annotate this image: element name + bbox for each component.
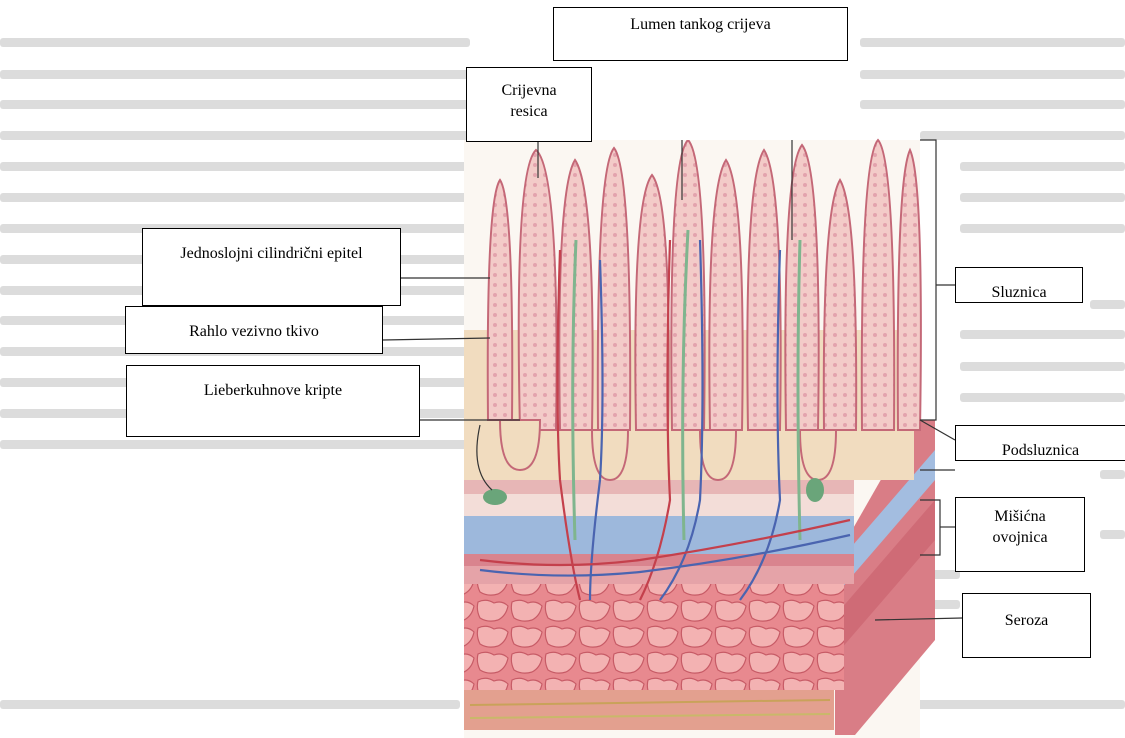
lymph-node [483, 489, 507, 505]
label-seroza: Seroza [962, 593, 1091, 658]
label-kripte: Lieberkuhnove kripte [126, 365, 420, 437]
muscularis-mucosae [464, 480, 854, 494]
label-sluznica: Sluznica [955, 267, 1083, 303]
mesentery-layer [464, 690, 834, 730]
label-vezivno: Rahlo vezivno tkivo [125, 306, 383, 354]
label-podsluznica: Podsluznica [955, 425, 1125, 461]
submucosa-band [464, 494, 854, 516]
label-resica: Crijevna resica [466, 67, 592, 142]
mask-top [590, 68, 850, 140]
label-misicna: Mišićna ovojnica [955, 497, 1085, 572]
lymph-nodule [806, 478, 824, 502]
label-lumen: Lumen tankog crijeva [553, 7, 848, 61]
label-epitel: Jednoslojni cilindrični epitel [142, 228, 401, 306]
serosa-tissue [464, 584, 844, 690]
mask-left [0, 458, 464, 698]
